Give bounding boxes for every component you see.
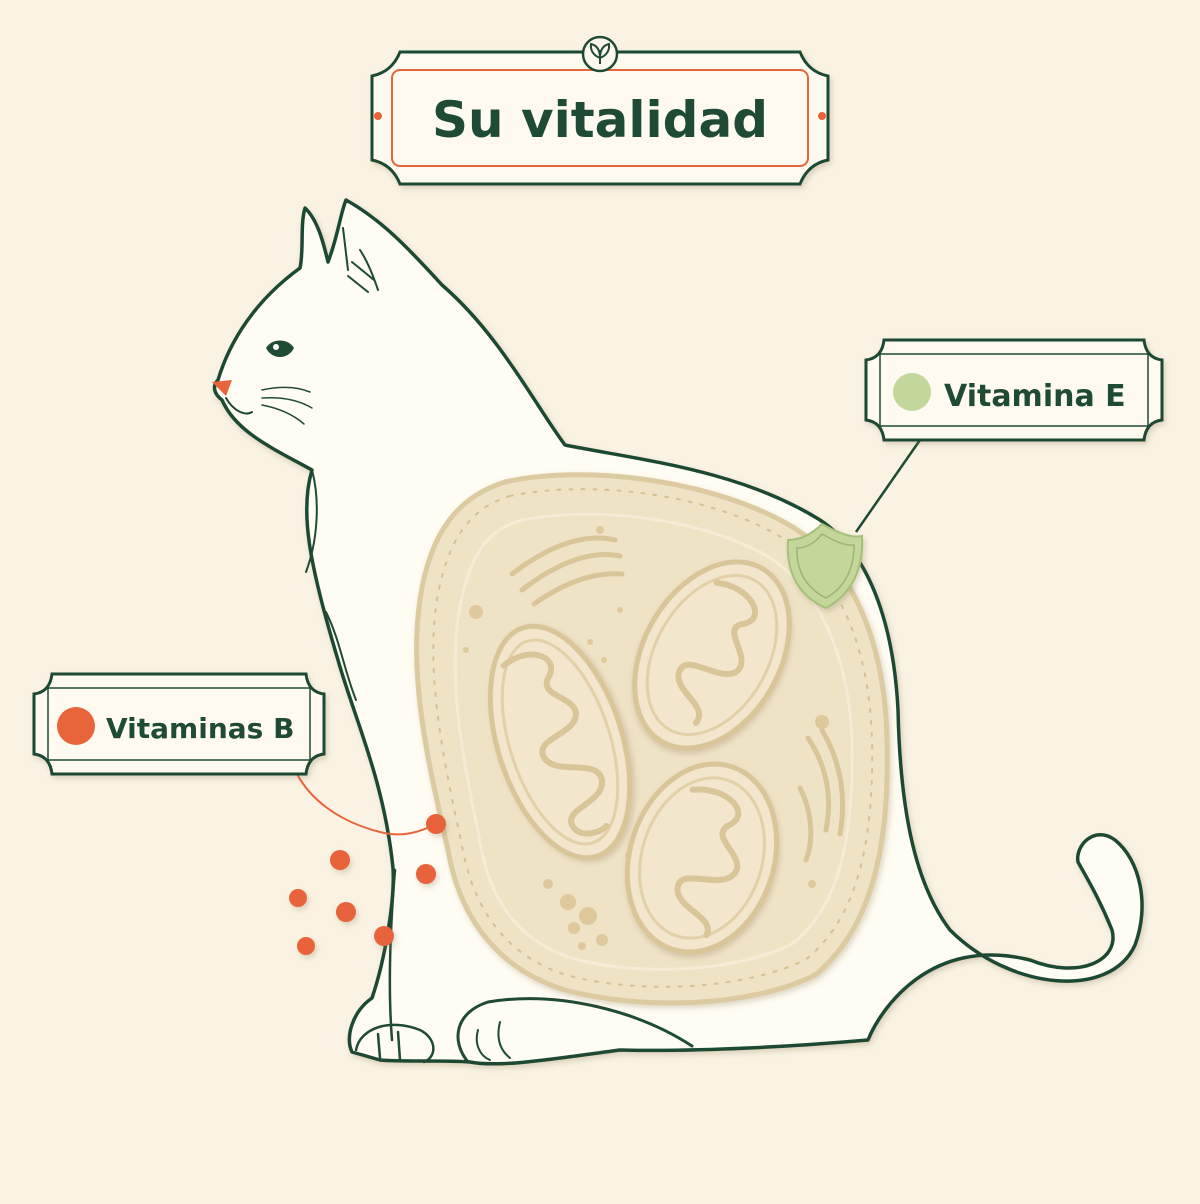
page-title: Su vitalidad: [432, 91, 768, 149]
ear-inner: [342, 227, 379, 293]
vitamins-b-dot: [57, 707, 95, 745]
vitamin-e-label: Vitamina E: [944, 379, 1126, 414]
leaf-icon: [581, 35, 619, 73]
cat-eye: [266, 340, 294, 357]
mitochondrion-left: [487, 623, 633, 861]
cell: [414, 472, 890, 1006]
vitamins-b-label: Vitaminas B: [106, 712, 294, 745]
cat-whiskers: [261, 386, 313, 425]
mitochondrion-bottom: [624, 761, 780, 955]
mitochondrion-top-right: [632, 559, 792, 751]
vitamin-e-dot: [893, 373, 931, 411]
cat-nose: [212, 380, 232, 396]
vitamin-e-callout: Vitamina E: [854, 338, 1164, 533]
shield-icon: [786, 522, 864, 610]
front-paw: [354, 1023, 435, 1064]
vitamin-b-particles: [289, 814, 446, 955]
vitamins-b-callout: Vitaminas B: [32, 672, 437, 836]
title-banner: Su vitalidad: [370, 35, 830, 186]
